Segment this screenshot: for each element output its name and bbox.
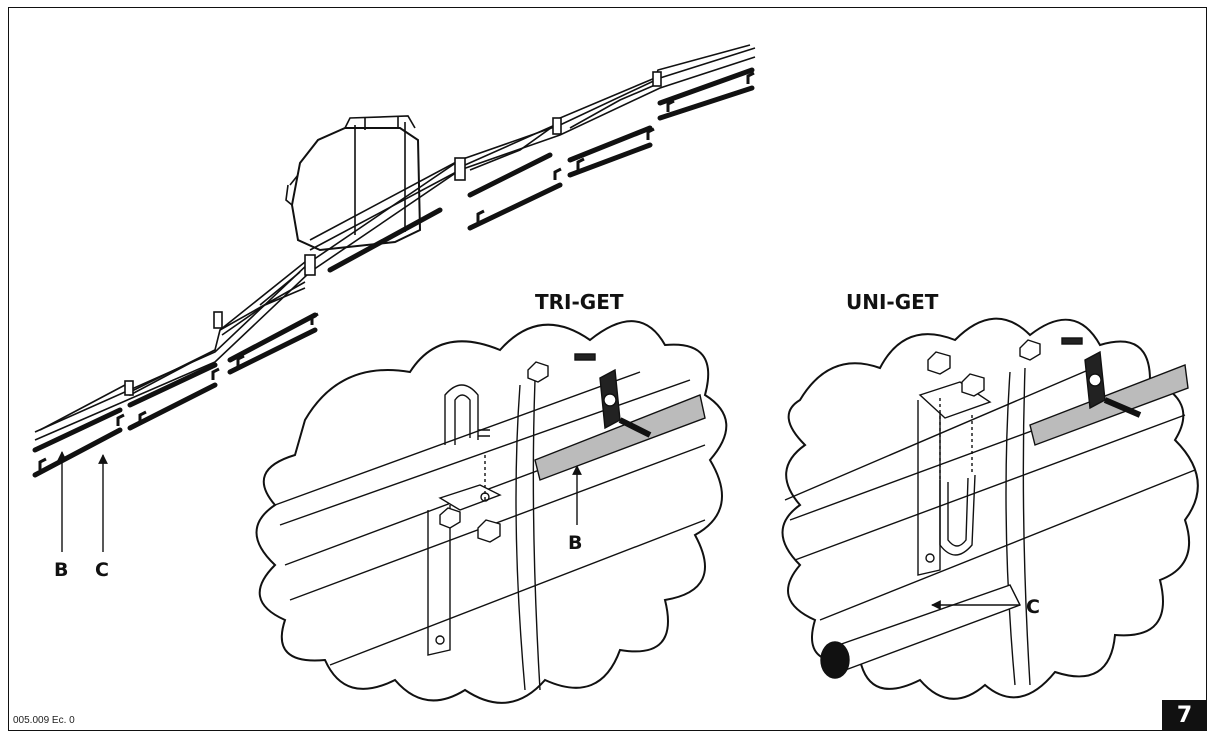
nozzle-hooks (38, 71, 755, 470)
boom-frame (34, 44, 756, 441)
tri-get-cloud (255, 320, 728, 704)
document-reference: 005.009 Ec. 0 (13, 715, 75, 726)
label-b-overview: B (54, 559, 68, 581)
tri-get-detail: B (255, 320, 728, 704)
page-number-badge: 7 (1162, 700, 1207, 731)
label-c-uni-get: C (1026, 596, 1040, 618)
uni-get-title: UNI-GET (846, 290, 939, 314)
tri-get-title: TRI-GET (535, 290, 624, 314)
label-c-overview: C (95, 559, 109, 581)
uni-get-detail: C (781, 317, 1199, 700)
sprayer-overview (32, 44, 756, 478)
overview-callouts (57, 451, 108, 552)
label-b-tri-get: B (568, 532, 582, 554)
nozzle-bars (32, 67, 755, 478)
uni-get-cloud (781, 317, 1199, 700)
figure-frame (8, 7, 1207, 731)
